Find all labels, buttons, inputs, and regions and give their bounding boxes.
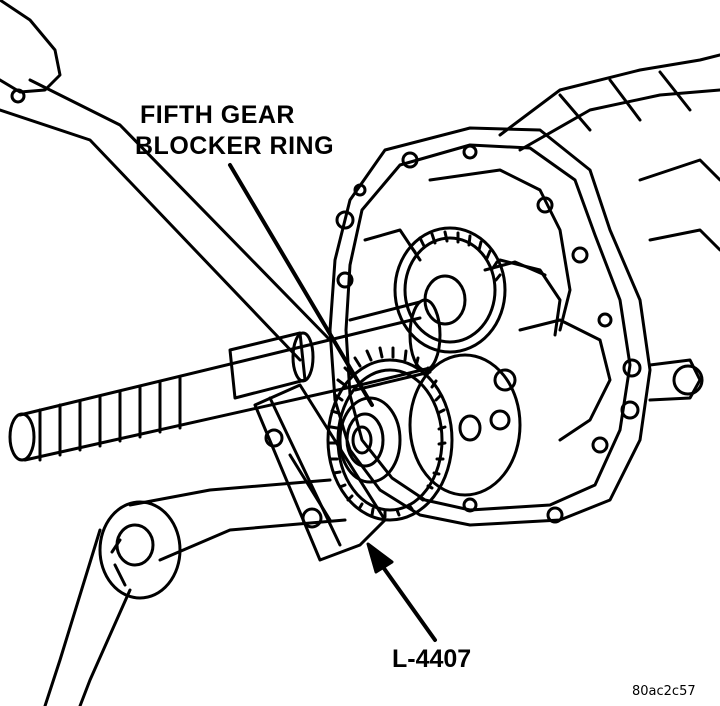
arrow-icon (366, 542, 437, 642)
figure-code: 80ac2c57 (632, 684, 696, 699)
upper-wrench (0, 0, 332, 362)
fifth-gear (326, 346, 522, 522)
callout-label-line2: BLOCKER RING (135, 132, 335, 160)
transmission-case-icon (328, 53, 720, 527)
upper-gear (393, 226, 507, 354)
tool-number-label: L-4407 (392, 645, 472, 673)
callout-label-line1: FIFTH GEAR (140, 101, 295, 129)
callout-leader-line (228, 163, 374, 407)
mainshaft (8, 298, 442, 462)
ratchet-wrench (43, 478, 347, 706)
